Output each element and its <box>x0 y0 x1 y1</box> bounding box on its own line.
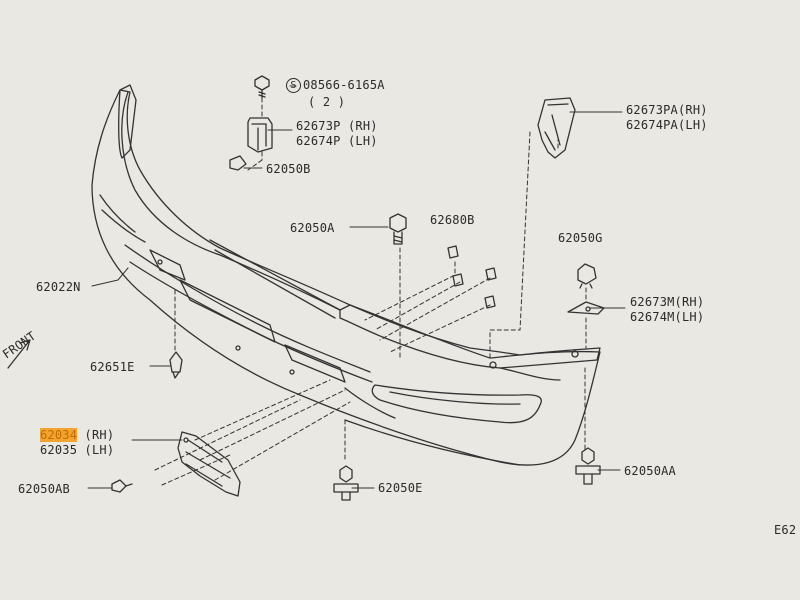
label-62050a: 62050A <box>290 221 335 235</box>
label-62673p: 62673P (RH) <box>296 119 378 133</box>
front-arrow <box>7 339 31 369</box>
highlighted-part-62034: 62034 <box>40 428 78 442</box>
screw-62050ab <box>111 479 133 493</box>
label-62034-side: (RH) <box>77 428 115 442</box>
screw-62050a <box>389 213 407 245</box>
page-reference: E62 <box>774 523 797 537</box>
clips-62680b <box>447 245 497 309</box>
label-62050aa: 62050AA <box>624 464 676 478</box>
label-62674pa: 62674PA(LH) <box>626 118 708 132</box>
bolt-qty-label: ( 2 ) <box>308 95 346 109</box>
label-62050b: 62050B <box>266 162 311 176</box>
label-62050e: 62050E <box>378 481 423 495</box>
bolt-part-number: 08566-6165A <box>303 78 385 92</box>
label-62674p: 62674P (LH) <box>296 134 378 148</box>
s-symbol-icon: S <box>286 78 301 93</box>
clip-62673p <box>247 117 273 153</box>
label-62674m: 62674M(LH) <box>630 310 705 324</box>
label-62035: 62035 (LH) <box>40 443 115 457</box>
bracket-62673pa <box>537 97 576 159</box>
bumper-fascia <box>91 84 601 466</box>
bolt-62050e <box>333 465 359 501</box>
label-62651e: 62651E <box>90 360 135 374</box>
label-62050g: 62050G <box>558 231 603 245</box>
label-62680b: 62680B <box>430 213 475 227</box>
label-62673m: 62673M(RH) <box>630 295 705 309</box>
bracket-62673m <box>567 301 605 315</box>
bolt-08566 <box>254 75 270 99</box>
label-62022n: 62022N <box>36 280 81 294</box>
cover-62034 <box>177 431 241 497</box>
clip-62050g <box>577 263 597 289</box>
label-62673pa: 62673PA(RH) <box>626 103 708 117</box>
bolt-62050aa <box>575 447 601 485</box>
dashed-leaders <box>154 97 587 486</box>
label-62050ab: 62050AB <box>18 482 70 496</box>
clip-62050b <box>229 155 247 171</box>
label-62034: 62034 (RH) <box>40 428 114 442</box>
clip-62651e <box>169 351 183 379</box>
label-leaders <box>87 85 626 489</box>
